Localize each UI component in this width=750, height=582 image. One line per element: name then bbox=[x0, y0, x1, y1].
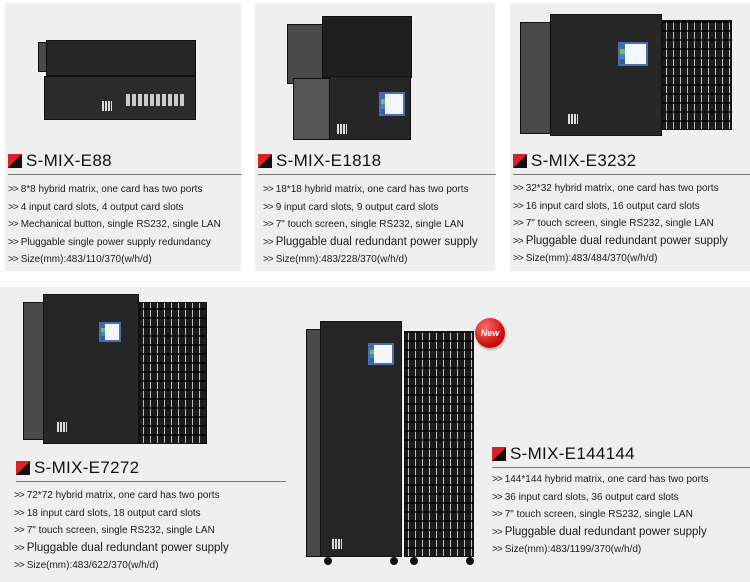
double-chevron-icon: >> bbox=[263, 254, 274, 266]
spec-item: >>18*18 hybrid matrix, one card has two … bbox=[263, 181, 478, 199]
brand-flag-icon bbox=[258, 154, 272, 168]
product-title-row: S-MIX-E88 bbox=[8, 151, 242, 175]
spec-item: >>72*72 hybrid matrix, one card has two … bbox=[14, 487, 229, 505]
product-spec-list: >>144*144 hybrid matrix, one card has tw… bbox=[492, 471, 709, 559]
spec-item: >>32*32 hybrid matrix, one card has two … bbox=[513, 180, 728, 198]
double-chevron-icon: >> bbox=[513, 200, 524, 212]
product-title-row: S-MIX-E144144 bbox=[492, 444, 750, 468]
double-chevron-icon: >> bbox=[14, 525, 25, 537]
spec-item: >>Pluggable dual redundant power supply bbox=[492, 524, 709, 542]
double-chevron-icon: >> bbox=[492, 509, 503, 521]
double-chevron-icon: >> bbox=[14, 560, 25, 572]
double-chevron-icon: >> bbox=[14, 542, 25, 554]
product-model-title: S-MIX-E144144 bbox=[510, 444, 635, 463]
spec-item: >>Size(mm):483/1199/370(w/h/d) bbox=[492, 541, 709, 559]
spec-item: >>Pluggable dual redundant power supply bbox=[14, 540, 229, 558]
spec-item: >>Pluggable single power supply redundan… bbox=[8, 234, 221, 252]
product-title-row: S-MIX-E3232 bbox=[513, 151, 750, 175]
double-chevron-icon: >> bbox=[263, 201, 274, 213]
double-chevron-icon: >> bbox=[492, 526, 503, 538]
spec-item: >>144*144 hybrid matrix, one card has tw… bbox=[492, 471, 709, 489]
double-chevron-icon: >> bbox=[8, 201, 19, 213]
double-chevron-icon: >> bbox=[8, 219, 19, 231]
product-spec-list: >>18*18 hybrid matrix, one card has two … bbox=[263, 181, 478, 269]
double-chevron-icon: >> bbox=[8, 254, 19, 266]
double-chevron-icon: >> bbox=[8, 236, 19, 248]
new-badge: New bbox=[475, 318, 505, 348]
product-image-e3232 bbox=[520, 14, 732, 136]
double-chevron-icon: >> bbox=[14, 507, 25, 519]
product-image-e88 bbox=[38, 38, 198, 123]
product-model-title: S-MIX-E1818 bbox=[276, 151, 382, 170]
spec-item: >>7" touch screen, single RS232, single … bbox=[492, 506, 709, 524]
spec-item: >>Pluggable dual redundant power supply bbox=[263, 234, 478, 252]
brand-flag-icon bbox=[8, 154, 22, 168]
brand-flag-icon bbox=[513, 154, 527, 168]
spec-item: >>9 input card slots, 9 output card slot… bbox=[263, 199, 478, 217]
product-model-title: S-MIX-E88 bbox=[26, 151, 112, 170]
brand-flag-icon bbox=[16, 461, 30, 475]
product-image-e7272 bbox=[23, 294, 207, 444]
brand-flag-icon bbox=[492, 447, 506, 461]
spec-item: >>8*8 hybrid matrix, one card has two po… bbox=[8, 181, 221, 199]
double-chevron-icon: >> bbox=[263, 236, 274, 248]
product-title-row: S-MIX-E7272 bbox=[16, 458, 286, 482]
product-title-row: S-MIX-E1818 bbox=[258, 151, 496, 175]
spec-item: >>36 input card slots, 36 output card sl… bbox=[492, 489, 709, 507]
double-chevron-icon: >> bbox=[492, 544, 503, 556]
spec-item: >>Size(mm):483/484/370(w/h/d) bbox=[513, 250, 728, 268]
spec-item: >>18 input card slots, 18 output card sl… bbox=[14, 505, 229, 523]
double-chevron-icon: >> bbox=[8, 184, 19, 195]
double-chevron-icon: >> bbox=[492, 474, 503, 485]
spec-item: >>4 input card slots, 4 output card slot… bbox=[8, 199, 221, 217]
product-model-title: S-MIX-E7272 bbox=[34, 458, 140, 477]
spec-item: >>Pluggable dual redundant power supply bbox=[513, 233, 728, 251]
product-image-e1818 bbox=[287, 14, 412, 142]
double-chevron-icon: >> bbox=[263, 184, 274, 195]
double-chevron-icon: >> bbox=[513, 183, 524, 194]
spec-item: >>7" touch screen, single RS232, single … bbox=[14, 522, 229, 540]
double-chevron-icon: >> bbox=[513, 235, 524, 247]
product-image-e144144 bbox=[306, 321, 474, 566]
product-model-title: S-MIX-E3232 bbox=[531, 151, 637, 170]
spec-item: >>Size(mm):483/110/370(w/h/d) bbox=[8, 251, 221, 269]
spec-item: >>Size(mm):483/228/370(w/h/d) bbox=[263, 251, 478, 269]
double-chevron-icon: >> bbox=[492, 491, 503, 503]
product-spec-list: >>72*72 hybrid matrix, one card has two … bbox=[14, 487, 229, 575]
spec-item: >>Size(mm):483/622/370(w/h/d) bbox=[14, 557, 229, 575]
double-chevron-icon: >> bbox=[513, 253, 524, 265]
double-chevron-icon: >> bbox=[263, 219, 274, 231]
product-spec-list: >>8*8 hybrid matrix, one card has two po… bbox=[8, 181, 221, 269]
spec-item: >>7" touch screen, single RS232, single … bbox=[263, 216, 478, 234]
spec-item: >>7" touch screen, single RS232, single … bbox=[513, 215, 728, 233]
double-chevron-icon: >> bbox=[513, 218, 524, 230]
spec-item: >>16 input card slots, 16 output card sl… bbox=[513, 198, 728, 216]
spec-item: >>Mechanical button, single RS232, singl… bbox=[8, 216, 221, 234]
double-chevron-icon: >> bbox=[14, 490, 25, 501]
product-spec-list: >>32*32 hybrid matrix, one card has two … bbox=[513, 180, 728, 268]
